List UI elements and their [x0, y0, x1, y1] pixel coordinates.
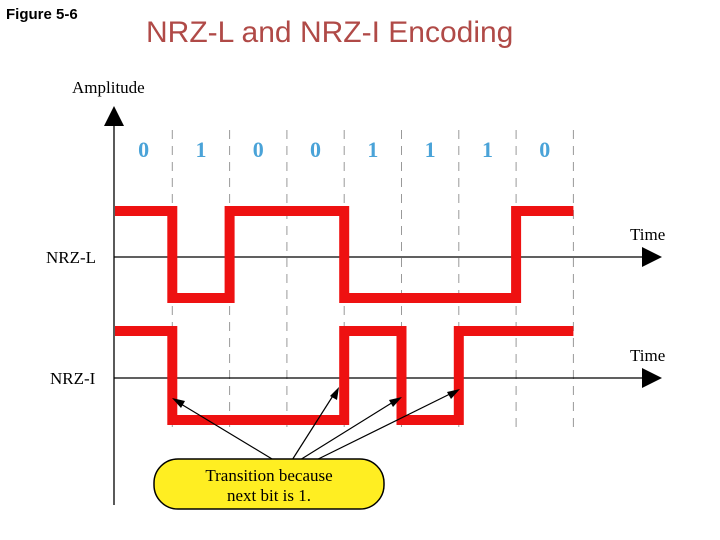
nrzi-time-arrow-icon: [642, 368, 662, 388]
bit-3: 0: [310, 137, 321, 162]
callout-line-1: Transition because: [205, 466, 332, 485]
nrzl-waveform: [115, 206, 574, 303]
transition-arrows: [175, 390, 457, 469]
bit-7: 0: [539, 137, 550, 162]
nrzl-time-arrow-icon: [642, 247, 662, 267]
nrzl-label: NRZ-L: [46, 248, 96, 267]
bit-1: 1: [195, 137, 206, 162]
bit-0: 0: [138, 137, 149, 162]
callout-line-2: next bit is 1.: [227, 486, 311, 505]
bit-6: 1: [482, 137, 493, 162]
nrzi-label: NRZ-I: [50, 369, 96, 388]
nrzi-waveform: [115, 326, 574, 425]
bit-5: 1: [425, 137, 436, 162]
bit-4: 1: [367, 137, 378, 162]
nrzi-time-label: Time: [630, 346, 665, 365]
nrzl-time-label: Time: [630, 225, 665, 244]
bit-values: 0 1 0 0 1 1 1 0: [138, 137, 550, 162]
callout-bubble: [153, 458, 385, 510]
slide-title: NRZ-L and NRZ-I Encoding: [146, 16, 514, 49]
arrowheads: [172, 387, 460, 408]
bit-2: 0: [253, 137, 264, 162]
amplitude-arrow-icon: [104, 106, 124, 126]
amplitude-label: Amplitude: [72, 78, 145, 97]
figure-label: Figure 5-6: [6, 6, 78, 23]
